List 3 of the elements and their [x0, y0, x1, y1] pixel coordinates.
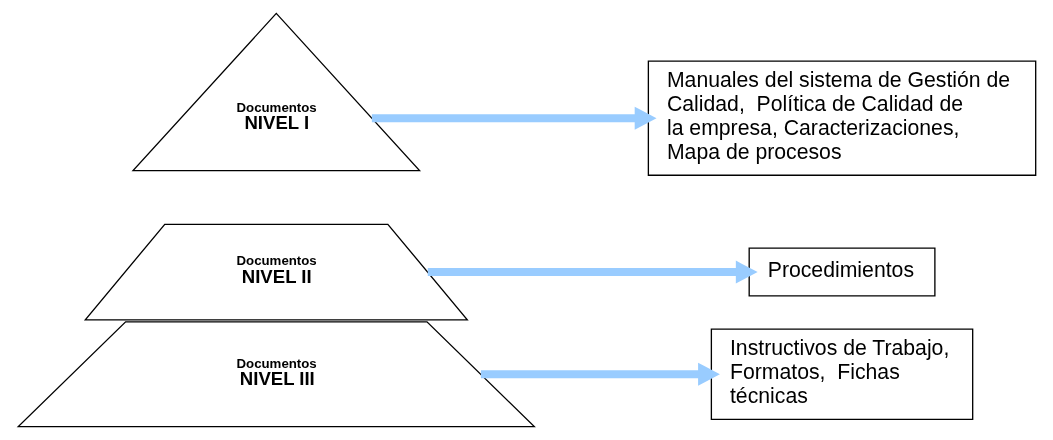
node-box: Procedimientos [748, 247, 936, 297]
node-box: Manuales del sistema de Gestión de Calidad, Política de Calidad de la empresa, Caracterizaciones, Mapa de procesos [647, 60, 1036, 176]
node-box: Instructivos de Trabajo, Formatos, Fichas técnicas [710, 328, 973, 420]
